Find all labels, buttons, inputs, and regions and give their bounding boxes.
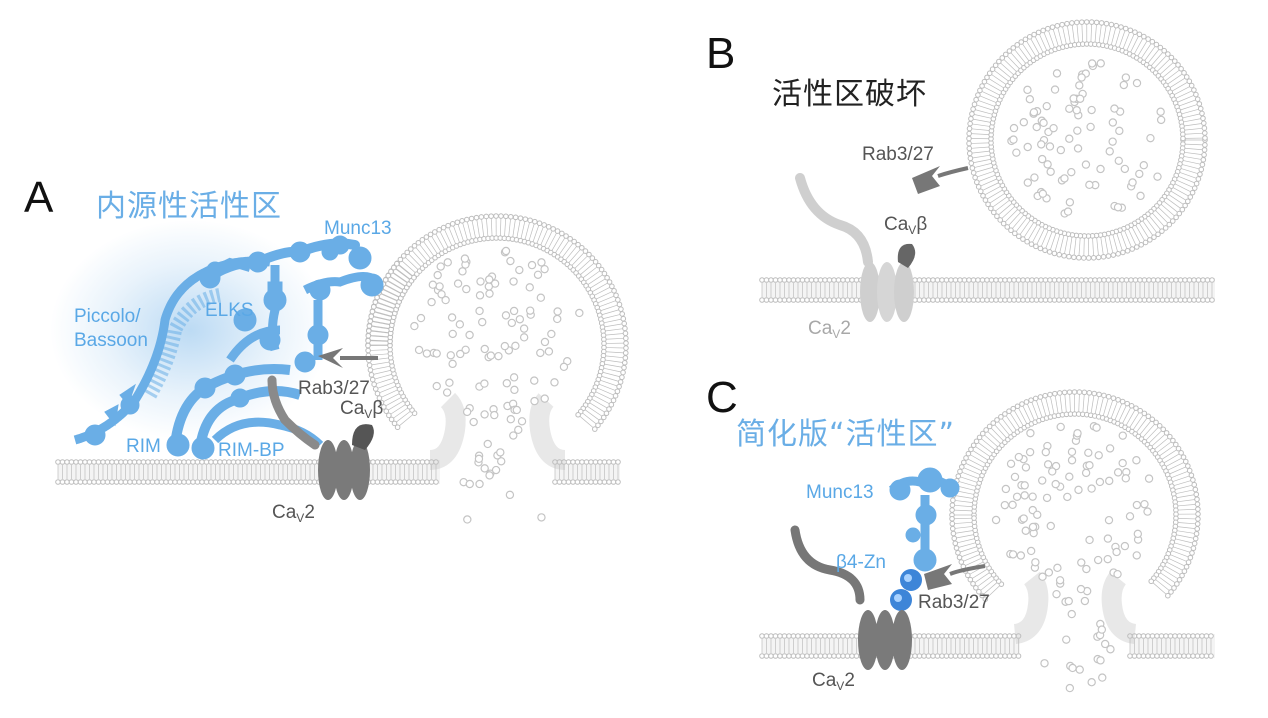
label-cav2-b: CaV2 bbox=[808, 318, 851, 341]
label-rim: RIM bbox=[126, 436, 161, 457]
beta4-zn-c bbox=[890, 569, 922, 611]
label-rab-b: Rab3/27 bbox=[862, 144, 934, 165]
synaptic-vesicle-b bbox=[966, 19, 1208, 261]
panel-b-letter: B bbox=[706, 29, 736, 78]
panel-c bbox=[759, 389, 1215, 693]
panel-a bbox=[50, 213, 629, 524]
rab3-27-b bbox=[912, 166, 969, 194]
cav-channel-c bbox=[790, 525, 912, 670]
elks-chain bbox=[226, 325, 281, 363]
panel-a-letter: A bbox=[24, 173, 54, 222]
label-rim-bp: RIM-BP bbox=[218, 440, 285, 461]
label-bassoon: Bassoon bbox=[74, 330, 148, 351]
active-zone-glow bbox=[50, 220, 330, 440]
scaffold-proteins-a bbox=[73, 235, 384, 460]
released-vesicles-c bbox=[1040, 576, 1115, 693]
fusing-vesicle-c bbox=[949, 389, 1201, 644]
label-cav-beta-a: CaVβ bbox=[340, 398, 384, 421]
fusing-vesicle-a bbox=[365, 213, 629, 470]
rab3-27-c bbox=[924, 564, 986, 590]
panel-a-title: 内源性活性区 bbox=[96, 189, 282, 224]
plasma-membrane-b bbox=[759, 277, 1215, 303]
plasma-membrane-c bbox=[759, 633, 1215, 659]
panel-c-title: 简化版“活性区” bbox=[736, 417, 956, 452]
label-cav2-a: CaV2 bbox=[272, 502, 315, 525]
panel-b-title: 活性区破坏 bbox=[772, 77, 927, 112]
panel-b bbox=[759, 19, 1215, 322]
label-elks: ELKS bbox=[205, 300, 254, 321]
label-munc13-c: Munc13 bbox=[806, 482, 874, 503]
label-rab-c: Rab3/27 bbox=[918, 592, 990, 613]
label-piccolo: Piccolo/ bbox=[74, 306, 141, 327]
label-cav2-c: CaV2 bbox=[812, 670, 855, 693]
label-rab-a: Rab3/27 bbox=[298, 378, 370, 399]
cav-channel-a bbox=[267, 375, 374, 500]
label-beta4-zn: β4-Zn bbox=[836, 552, 886, 573]
rab3-27-a bbox=[318, 348, 378, 368]
label-cav-beta-b: CaVβ bbox=[884, 214, 928, 237]
panel-c-letter: C bbox=[706, 373, 738, 422]
munc13-c bbox=[888, 467, 960, 572]
label-munc13-a: Munc13 bbox=[324, 218, 392, 239]
cav-channel-b bbox=[795, 173, 916, 322]
released-vesicles-a bbox=[459, 405, 546, 524]
